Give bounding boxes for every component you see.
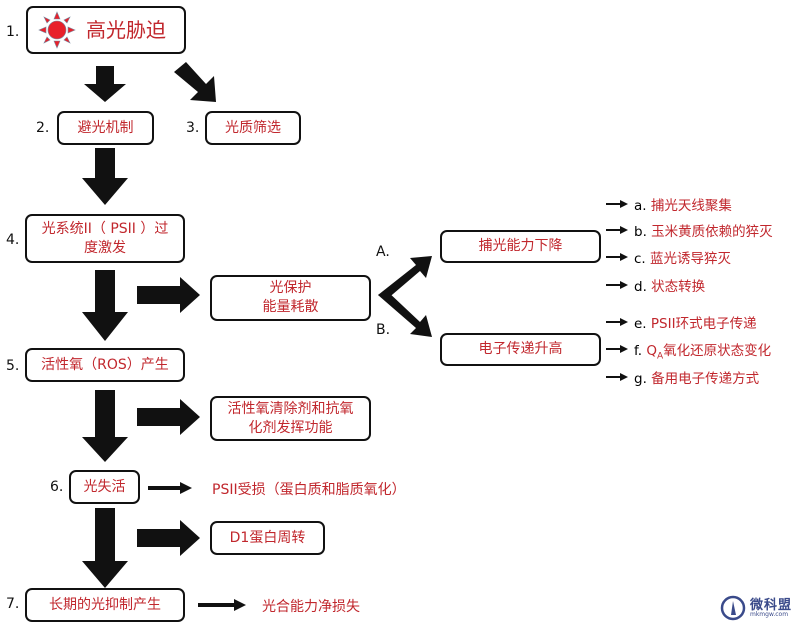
step-7-box: 长期的光抑制产生 <box>25 588 185 622</box>
mechanism-e: e. PSII环式电子传递 <box>634 312 757 332</box>
step-4-number: 4. <box>6 232 20 248</box>
mechanism-g-letter: g. <box>634 371 647 387</box>
mechanism-a-text: 捕光天线聚集 <box>650 198 732 214</box>
mechanism-b-letter: b. <box>634 224 647 240</box>
d1-turnover-box: D1蛋白周转 <box>210 521 325 555</box>
arrow-6-to-7 <box>82 508 128 588</box>
mechanism-e-letter: e. <box>634 316 647 332</box>
d1-turnover-label: D1蛋白周转 <box>229 529 306 546</box>
watermark-sub: mkmgw.com <box>749 610 789 618</box>
arrow-branch-a <box>378 256 432 300</box>
arrow-to-photoprotection <box>137 277 200 313</box>
mechanism-f-prefix: Q <box>646 343 657 359</box>
watermark-logo-icon <box>720 595 746 621</box>
step-7-number: 7. <box>6 596 20 612</box>
arrow-to-ros-scavenging <box>137 399 200 435</box>
mechanism-d: d. 状态转换 <box>634 275 705 295</box>
mechanism-c: c. 蓝光诱导猝灭 <box>634 247 731 267</box>
photoprotection-line2: 能量耗散 <box>262 299 319 315</box>
step-1-number: 1. <box>6 24 20 40</box>
mechanism-a: a. 捕光天线聚集 <box>634 194 732 214</box>
arrow-2-to-4 <box>82 148 128 205</box>
mechanism-arrows <box>606 200 628 381</box>
arrow-to-net-loss <box>198 599 246 611</box>
ros-scavenging-line2: 化剂发挥功能 <box>248 419 333 436</box>
arrow-branch-b <box>378 290 432 337</box>
arrow-to-psii-damage <box>148 482 192 494</box>
step-4-label-line2: 度激发 <box>84 239 126 256</box>
mechanism-f: f. QA氧化还原状态变化 <box>634 339 771 362</box>
mechanism-d-letter: d. <box>634 279 647 295</box>
step-4-box: 光系统II（ PSII ）过 度激发 <box>25 214 185 263</box>
step-2-number: 2. <box>36 120 50 136</box>
mechanism-f-letter: f. <box>634 343 643 359</box>
arrow-to-d1-turnover <box>137 520 200 556</box>
step-7-label: 长期的光抑制产生 <box>49 596 161 613</box>
arrow-1-to-2 <box>84 66 126 102</box>
mechanism-a-letter: a. <box>634 198 647 214</box>
mechanism-f-text: 氧化还原状态变化 <box>663 343 772 359</box>
sun-icon <box>38 11 76 49</box>
mechanism-b: b. 玉米黄质依赖的猝灭 <box>634 220 773 240</box>
step-6-box: 光失活 <box>69 470 140 504</box>
arrow-5-to-6 <box>82 390 128 462</box>
step-3-number: 3. <box>186 120 200 136</box>
mechanism-f-subscript: A <box>657 351 664 362</box>
mechanism-e-text: PSII环式电子传递 <box>650 316 757 332</box>
mechanism-c-text: 蓝光诱导猝灭 <box>650 251 732 267</box>
mechanism-c-letter: c. <box>634 251 646 267</box>
photoprotection-line1: 光保护 <box>269 280 312 296</box>
step-6-number: 6. <box>50 479 64 495</box>
ros-scavenging-line1: 活性氧清除剂和抗氧 <box>227 400 354 417</box>
branch-b-box-label: 电子传递升高 <box>478 341 563 357</box>
step-6-label: 光失活 <box>83 478 126 495</box>
ros-scavenging-box: 活性氧清除剂和抗氧 化剂发挥功能 <box>210 396 371 441</box>
branch-a-box: 捕光能力下降 <box>440 230 601 263</box>
watermark: 微科盟 mkmgw.com <box>720 595 792 621</box>
step-5-label: 活性氧（ROS）产生 <box>41 356 169 373</box>
arrow-1-to-3 <box>174 62 216 102</box>
step-2-label: 避光机制 <box>77 119 134 136</box>
mechanism-d-text: 状态转换 <box>651 279 706 295</box>
mechanism-b-text: 玉米黄质依赖的猝灭 <box>651 224 773 240</box>
branch-b-box: 电子传递升高 <box>440 333 601 366</box>
step-5-box: 活性氧（ROS）产生 <box>25 348 185 382</box>
step-5-number: 5. <box>6 358 20 374</box>
psii-damage-text: PSII受损（蛋白质和脂质氧化） <box>212 482 406 498</box>
mechanism-g-text: 备用电子传递方式 <box>651 371 760 387</box>
step-3-box: 光质筛选 <box>205 111 301 145</box>
branch-a-label: A. <box>376 244 390 260</box>
net-loss-text: 光合能力净损失 <box>262 599 360 615</box>
branch-a-box-label: 捕光能力下降 <box>478 238 563 254</box>
step-1-box: 高光胁迫 <box>26 6 186 54</box>
step-2-box: 避光机制 <box>57 111 154 145</box>
step-1-label: 高光胁迫 <box>86 17 166 42</box>
branch-b-label: B. <box>376 322 391 338</box>
step-4-label-line1: 光系统II（ PSII ）过 <box>41 220 169 237</box>
watermark-name: 微科盟 <box>749 597 792 613</box>
arrow-4-to-5 <box>82 270 128 341</box>
mechanism-g: g. 备用电子传递方式 <box>634 367 759 387</box>
step-3-label: 光质筛选 <box>225 119 281 136</box>
photoprotection-box: 光保护 能量耗散 <box>210 275 371 321</box>
